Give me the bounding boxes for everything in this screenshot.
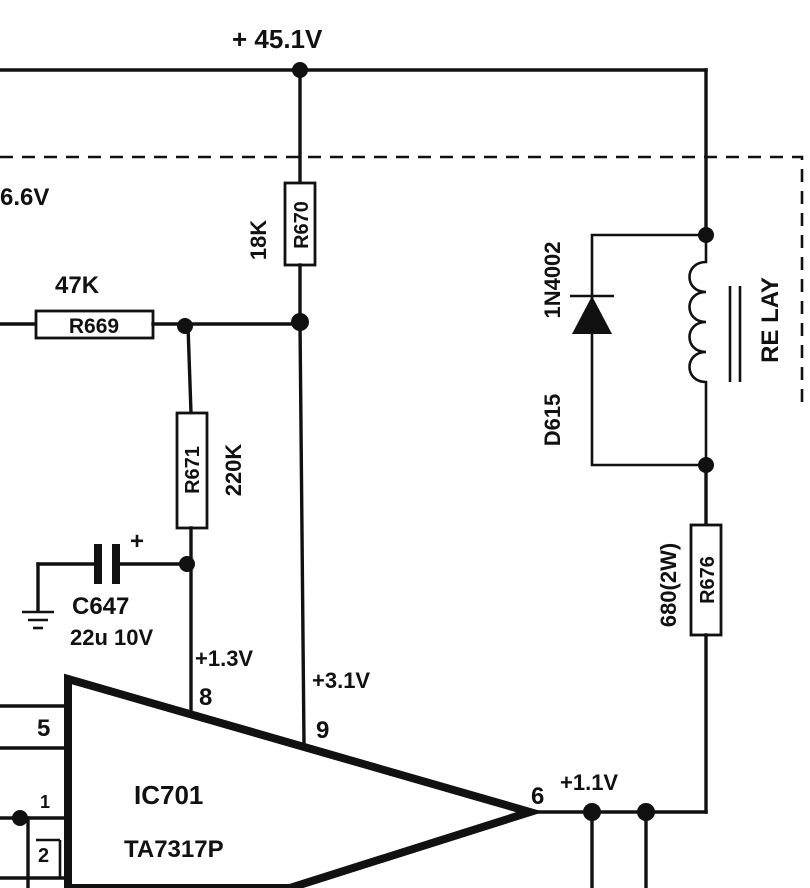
ic701-pin2-label: 2 [38,845,49,867]
junction-dot-top-rail [292,62,308,78]
r676-ref: R676 [697,556,719,604]
rail-left-voltage: 6.6V [0,184,49,211]
pin9-wire [298,320,306,746]
ic701-pin6-label: 6 [531,783,544,810]
ic701-pin5-label: 5 [37,715,50,742]
d615-diode-triangle [572,296,612,334]
pin6-voltage: +1.1V [560,770,618,795]
r676-body [689,523,723,637]
diode-loop-wire [590,233,706,467]
r671-top-wire [186,324,193,415]
r669-body [34,309,155,340]
ic701-pin8-label: 8 [199,684,212,711]
c647-plate-right [112,544,120,584]
ic701-pin1-label: 1 [40,792,50,812]
junction-dot-r669 [177,318,193,334]
supply-voltage-label: + 45.1V [232,24,323,54]
c647-value: 22u 10V [70,625,153,650]
pin8-voltage: +1.3V [195,646,253,671]
relay-label: RE LAY [757,277,784,363]
r670-ref: R670 [291,201,313,249]
c647-ref: C647 [72,593,129,620]
relay-coil [688,235,708,465]
r671-value: 220K [221,444,246,497]
ic701-ref: IC701 [134,780,203,810]
ic701-pin9-label: 9 [316,717,329,744]
r669-value: 47K [55,272,100,299]
ic701-part: TA7317P [124,836,224,863]
dashed-enclosure [0,155,804,410]
c647-polarity: + [130,528,144,555]
pin9-voltage: +3.1V [312,668,370,693]
r676-value: 680(2W) [656,543,681,627]
r669-ref: R669 [69,315,119,338]
c647-plate-left [94,544,102,584]
d615-part: 1N4002 [540,241,565,318]
r670-value: 18K [246,220,271,260]
r671-body [175,411,209,530]
r671-ref: R671 [182,446,204,494]
d615-ref: D615 [540,394,565,447]
junction-dot-pin1 [12,810,28,826]
